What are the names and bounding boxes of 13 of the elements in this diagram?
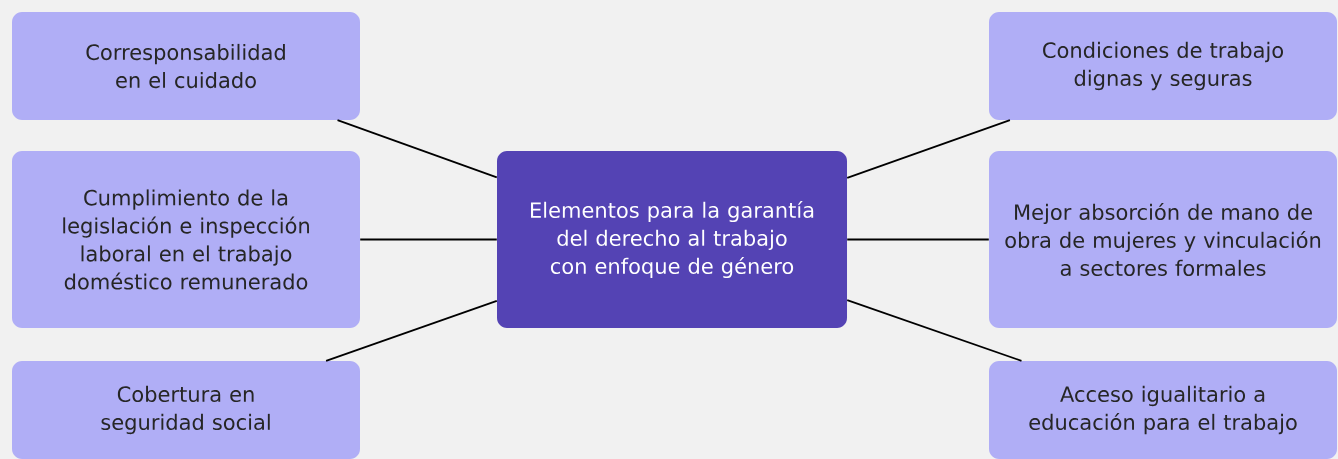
topic-box: Corresponsabilidad en el cuidado xyxy=(12,12,360,120)
topic-box: Cumplimiento de la legislación e inspección laboral en el trabajo doméstico remunerado xyxy=(12,151,360,328)
connector-line xyxy=(359,238,498,241)
topic-box: Condiciones de trabajo dignas y seguras xyxy=(989,12,1337,120)
topic-box: Cobertura en seguridad social xyxy=(12,361,360,459)
connector-line xyxy=(846,299,1023,362)
connector-line xyxy=(846,238,990,241)
connector-line xyxy=(846,119,1011,179)
center-box: Elementos para la garantía del derecho al trabajo con enfoque de género xyxy=(497,151,847,328)
topic-box: Acceso igualitario a educación para el trabajo xyxy=(989,361,1337,459)
topic-box: Mejor absorción de mano de obra de mujeres y vinculación a sectores formales xyxy=(989,151,1337,328)
connector-line xyxy=(325,299,498,362)
connector-line xyxy=(336,119,498,179)
